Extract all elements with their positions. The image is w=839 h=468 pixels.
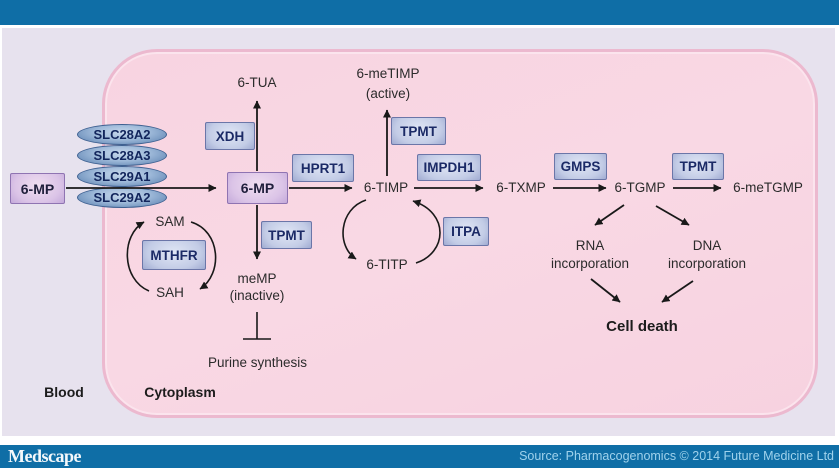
label-6metgmp: 6-meTGMP <box>733 180 803 195</box>
transporter-label: SLC29A2 <box>93 190 151 205</box>
label-purine-synthesis: Purine synthesis <box>207 355 308 370</box>
enzyme-tpmt-top: TPMT <box>391 117 446 145</box>
enzyme-xdh: XDH <box>205 122 255 150</box>
label-blood: Blood <box>44 384 84 400</box>
arc-6timp-to-6titp <box>342 199 367 260</box>
metabolite-6mp-blood: 6-MP <box>10 173 65 204</box>
transporter-label: SLC28A2 <box>93 127 151 142</box>
enzyme-label: MTHFR <box>150 247 198 263</box>
enzyme-label: TPMT <box>679 159 717 174</box>
label-cell-death: Cell death <box>606 318 678 335</box>
enzyme-tpmt-center: TPMT <box>261 221 312 249</box>
enzyme-label: TPMT <box>268 227 305 243</box>
cytoplasm-region <box>102 49 818 418</box>
label-sam: SAM <box>155 214 185 229</box>
transporter-label: SLC28A3 <box>93 148 151 163</box>
source-attribution: Source: Pharmacogenomics © 2014 Future M… <box>519 449 834 463</box>
enzyme-label: TPMT <box>400 123 437 139</box>
label-rna-incorporation: incorporation <box>550 256 630 271</box>
transporter-label: SLC29A1 <box>93 169 151 184</box>
label-6txmp: 6-TXMP <box>496 180 546 195</box>
top-brand-bar <box>0 0 839 25</box>
label-dna-incorporation: incorporation <box>667 256 747 271</box>
label-6tgmp: 6-TGMP <box>614 180 666 195</box>
medscape-logo: Medscape <box>8 446 81 466</box>
arrow-rna-to-celldeath <box>590 278 621 303</box>
enzyme-impdh1: IMPDH1 <box>417 154 481 181</box>
enzyme-label: HPRT1 <box>300 160 346 176</box>
inhibition-bar-purine-synthesis <box>243 312 271 340</box>
enzyme-label: IMPDH1 <box>423 160 475 175</box>
metabolite-6mp-cytoplasm: 6-MP <box>227 172 288 204</box>
label-rna: RNA <box>575 238 605 253</box>
arc-6titp-to-6timp <box>412 199 441 264</box>
label-6metimp-active: (active) <box>365 86 411 101</box>
label-dna: DNA <box>692 238 722 253</box>
arc-sam-to-sah <box>190 221 217 290</box>
footer-brand-bar <box>0 445 839 468</box>
label-cytoplasm: Cytoplasm <box>144 384 216 400</box>
enzyme-label: GMPS <box>560 159 601 174</box>
enzyme-label: XDH <box>215 128 245 144</box>
enzyme-mthfr: MTHFR <box>142 240 206 270</box>
metabolite-label: 6-MP <box>20 180 55 197</box>
enzyme-tpmt-right: TPMT <box>672 153 724 180</box>
arc-sah-to-sam <box>126 221 150 292</box>
arrow-6tgmp-to-rna <box>594 204 625 226</box>
enzyme-label: ITPA <box>451 224 481 239</box>
transporter-slc29a1: SLC29A1 <box>77 166 167 187</box>
enzyme-itpa: ITPA <box>443 217 489 246</box>
label-sah: SAH <box>156 285 184 300</box>
label-6titp: 6-TITP <box>366 257 408 272</box>
arrow-6tgmp-to-dna <box>655 205 690 226</box>
label-6metimp: 6-meTIMP <box>356 66 420 81</box>
label-memp-inactive: (inactive) <box>229 288 285 303</box>
metabolite-label: 6-MP <box>240 180 275 196</box>
arrow-dna-to-celldeath <box>661 280 694 303</box>
enzyme-gmps: GMPS <box>554 153 607 180</box>
label-memp: meMP <box>237 271 277 286</box>
enzyme-hprt1: HPRT1 <box>292 154 354 182</box>
label-6timp: 6-TIMP <box>363 180 409 195</box>
label-6tua: 6-TUA <box>237 75 277 90</box>
